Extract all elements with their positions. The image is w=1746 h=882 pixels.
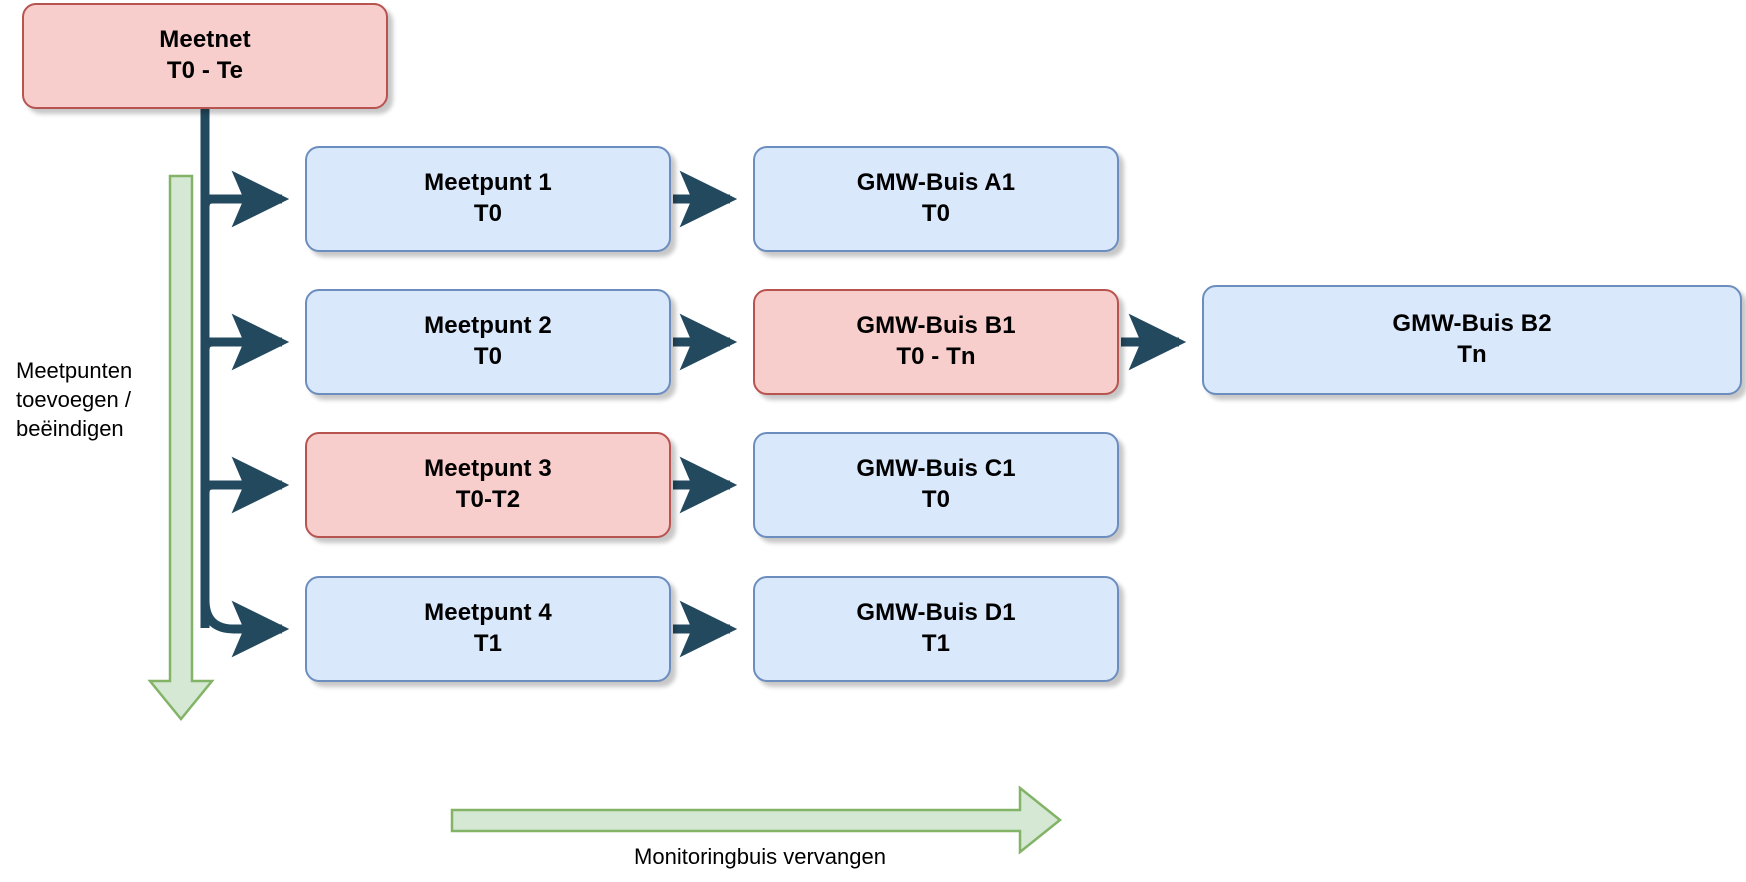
node-meetpunt-4-line1: Meetpunt 4	[424, 599, 552, 627]
side-arrow-label: Meetpunten toevoegen / beëindigen	[16, 358, 133, 442]
node-meetpunt-3[interactable]: Meetpunt 3 T0-T2	[305, 432, 671, 538]
node-gmw-buis-b2-line2: Tn	[1457, 341, 1487, 368]
edge-elbow-1	[200, 194, 220, 215]
node-meetpunt-1-line2: T0	[473, 200, 503, 227]
node-gmw-buis-d1[interactable]: GMW-Buis D1 T1	[753, 576, 1119, 682]
edge-meetnet-to-meetpunt-4	[200, 599, 290, 658]
node-gmw-buis-a1-line1: GMW-Buis A1	[856, 169, 1016, 197]
node-gmw-buis-c1-line2: T0	[921, 486, 951, 513]
edge-meetnet-to-meetpunt-3	[200, 456, 290, 514]
node-gmw-buis-c1[interactable]: GMW-Buis C1 T0	[753, 432, 1119, 538]
green-down-arrow	[147, 174, 215, 721]
node-meetpunt-1-line1: Meetpunt 1	[424, 169, 552, 197]
node-gmw-buis-b2-line1: GMW-Buis B2	[1392, 310, 1552, 338]
node-meetpunt-2-line1: Meetpunt 2	[424, 312, 552, 340]
node-gmw-buis-d1-line2: T1	[921, 630, 951, 657]
node-gmw-buis-a1[interactable]: GMW-Buis A1 T0	[753, 146, 1119, 252]
node-gmw-buis-b2[interactable]: GMW-Buis B2 Tn	[1202, 285, 1742, 395]
node-gmw-buis-d1-line1: GMW-Buis D1	[856, 599, 1016, 627]
node-meetnet-line2: T0 - Te	[166, 57, 244, 84]
node-gmw-buis-c1-line1: GMW-Buis C1	[856, 455, 1016, 483]
node-gmw-buis-b1-line2: T0 - Tn	[896, 343, 976, 370]
node-gmw-buis-b1-line1: GMW-Buis B1	[856, 312, 1016, 340]
node-meetpunt-3-line1: Meetpunt 3	[424, 455, 552, 483]
node-meetpunt-4[interactable]: Meetpunt 4 T1	[305, 576, 671, 682]
node-meetpunt-2[interactable]: Meetpunt 2 T0	[305, 289, 671, 395]
node-meetpunt-1[interactable]: Meetpunt 1 T0	[305, 146, 671, 252]
node-gmw-buis-a1-line2: T0	[921, 200, 951, 227]
edge-meetnet-to-meetpunt-2	[200, 313, 290, 371]
bottom-arrow-label: Monitoringbuis vervangen	[634, 844, 886, 869]
node-meetpunt-2-line2: T0	[473, 343, 503, 370]
node-gmw-buis-b1[interactable]: GMW-Buis B1 T0 - Tn	[753, 289, 1119, 395]
node-meetpunt-3-line2: T0-T2	[455, 486, 521, 513]
node-meetnet[interactable]: Meetnet T0 - Te	[22, 3, 388, 109]
node-meetpunt-4-line2: T1	[473, 630, 503, 657]
node-meetnet-line1: Meetnet	[159, 26, 251, 54]
